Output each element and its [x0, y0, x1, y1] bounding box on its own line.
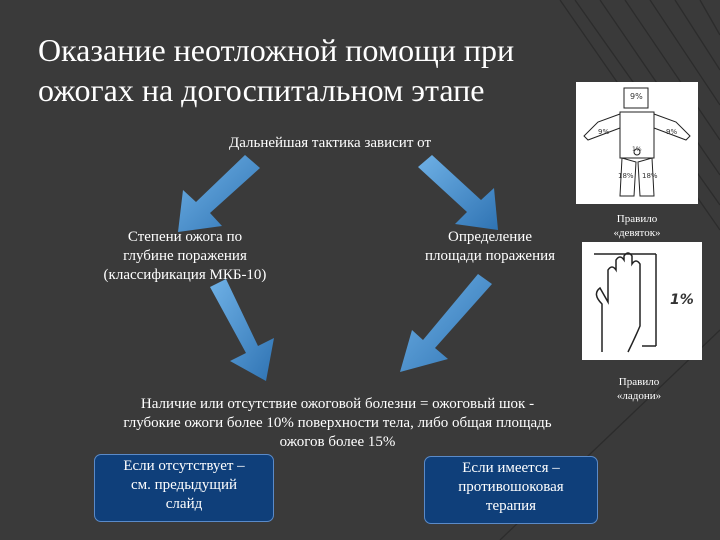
nines-arm-left-label: 9% [598, 128, 610, 136]
subtitle: Дальнейшая тактика зависит от [229, 135, 431, 151]
palm-icon [594, 252, 657, 353]
title-line-2: ожогах на догоспитальном этапе [38, 72, 485, 108]
absent-shock-box: Если отсутствует – см. предыдущий слайд [94, 454, 274, 522]
condition-line-2: глубокие ожоги более 10% поверхности тел… [123, 415, 552, 431]
burn-depth-factor: Степени ожога по глубине поражения (клас… [80, 228, 290, 285]
present-line-3: терапия [485, 498, 537, 514]
nines-caption-line-1: Правило [616, 213, 658, 225]
absent-line-1: Если отсутствует – [123, 458, 245, 474]
burn-depth-line-2: глубине поражения [123, 248, 247, 264]
arrow-down-right [210, 279, 274, 381]
shock-condition-text: Наличие или отсутствие ожоговой болезни … [60, 395, 615, 452]
arrow-down-left [400, 274, 492, 372]
burn-area-line-1: Определение [448, 229, 532, 245]
present-shock-box: Если имеется – противошоковая терапия [424, 456, 598, 524]
body-outline-icon [583, 87, 691, 197]
condition-line-3: ожогов более 15% [279, 434, 396, 450]
nines-leg-left-label: 18% [618, 172, 634, 180]
present-line-1: Если имеется – [462, 460, 560, 476]
rule-of-nines-caption: Правило «девяток» [598, 212, 676, 240]
condition-line-1: Наличие или отсутствие ожоговой болезни … [140, 396, 535, 412]
burn-area-line-2: площади поражения [424, 248, 556, 264]
nines-groin-label: 1% [632, 146, 642, 153]
nines-caption-line-2: «девяток» [613, 227, 661, 239]
absent-line-2: см. предыдущий [130, 477, 238, 493]
palm-percent-label: 1% [670, 292, 694, 308]
rule-of-palm-figure: 1% [582, 242, 702, 360]
present-line-2: противошоковая [458, 479, 564, 495]
rule-of-palm-caption: Правило «ладони» [600, 375, 678, 403]
page-title: Оказание неотложной помощи при ожогах на… [38, 30, 578, 110]
burn-depth-line-3: (классификация МКБ-10) [103, 267, 267, 283]
nines-leg-right-label: 18% [642, 172, 658, 180]
title-line-1: Оказание неотложной помощи при [38, 32, 515, 68]
burn-area-factor: Определение площади поражения [395, 228, 585, 266]
arrow-left-down [178, 155, 260, 232]
palm-caption-line-1: Правило [618, 376, 660, 388]
rule-of-nines-figure: 9% 9% 9% 1% 18% 18% [576, 82, 698, 204]
arrow-right-down [418, 155, 498, 230]
burn-depth-line-1: Степени ожога по [127, 229, 243, 245]
nines-head-label: 9% [630, 92, 643, 101]
nines-arm-right-label: 9% [666, 128, 678, 136]
absent-line-3: слайд [165, 496, 203, 512]
palm-caption-line-2: «ладони» [616, 390, 662, 402]
